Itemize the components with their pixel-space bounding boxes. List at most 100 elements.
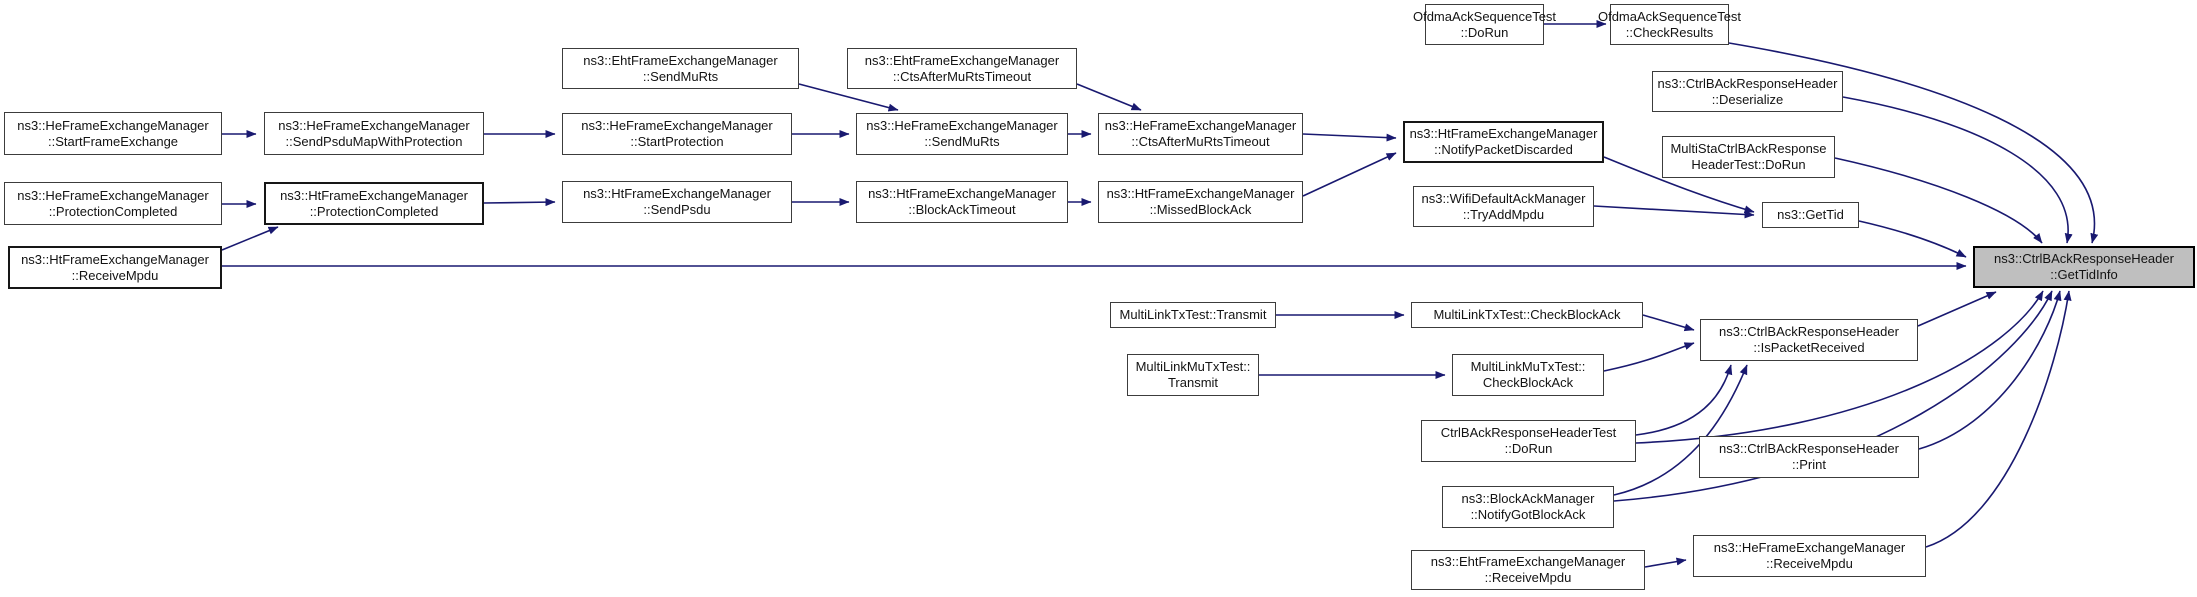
- graph-node-htSendPsdu[interactable]: ns3::HtFrameExchangeManager::SendPsdu: [562, 181, 792, 223]
- graph-node-mlMuTxTransmit[interactable]: MultiLinkMuTxTest::Transmit: [1127, 354, 1259, 396]
- graph-node-heProtectionCompleted[interactable]: ns3::HeFrameExchangeManager::ProtectionC…: [4, 182, 222, 225]
- graph-node-getTid[interactable]: ns3::GetTid: [1762, 202, 1859, 228]
- node-label-line: ns3::EhtFrameExchangeManager: [864, 52, 1060, 68]
- node-label-line: ::TryAddMpdu: [1462, 206, 1545, 222]
- graph-node-heReceiveMpdu[interactable]: ns3::HeFrameExchangeManager::ReceiveMpdu: [1693, 535, 1926, 577]
- graph-node-deserialize[interactable]: ns3::CtrlBAckResponseHeader::Deserialize: [1652, 71, 1843, 112]
- graph-node-mlTxTransmit[interactable]: MultiLinkTxTest::Transmit: [1110, 302, 1276, 328]
- node-label-line: ::IsPacketReceived: [1753, 340, 1865, 355]
- graph-node-htBlockAckTimeout[interactable]: ns3::HtFrameExchangeManager::BlockAckTim…: [856, 181, 1068, 223]
- node-label-line: ns3::BlockAckManager: [1461, 491, 1595, 506]
- graph-node-ehtCtsAfterMuRtsTimeout[interactable]: ns3::EhtFrameExchangeManager::CtsAfterMu…: [847, 48, 1077, 89]
- graph-node-ofdmaDoRun[interactable]: OfdmaAckSequenceTest::DoRun: [1413, 4, 1556, 45]
- node-label-line: ns3::WifiDefaultAckManager: [1421, 190, 1586, 206]
- edge-ctrlTestDoRun-to-getTidInfo: [1635, 290, 2044, 444]
- graph-node-ehtReceiveMpdu[interactable]: ns3::EhtFrameExchangeManager::ReceiveMpd…: [1411, 550, 1645, 590]
- edge-getTid-to-getTidInfo: [1858, 220, 1967, 258]
- edge-multiStaTestDoRun-to-getTidInfo: [1834, 157, 2043, 244]
- graph-node-heCtsAfterMuRtsTimeout[interactable]: ns3::HeFrameExchangeManager::CtsAfterMuR…: [1098, 113, 1303, 155]
- graph-node-heSendMuRts[interactable]: ns3::HeFrameExchangeManager::SendMuRts: [856, 113, 1068, 155]
- node-label-line: CheckBlockAck: [1482, 375, 1574, 390]
- node-label-line: ns3::EhtFrameExchangeManager: [1430, 554, 1626, 569]
- edge-ehtSendMuRts-to-heSendMuRts: [798, 83, 899, 112]
- edge-mlMuTxCheckBlockAck-to-isPacketReceived: [1603, 342, 1695, 372]
- graph-node-startFrameExchange[interactable]: ns3::HeFrameExchangeManager::StartFrameE…: [4, 112, 222, 155]
- graph-node-mlTxCheckBlockAck[interactable]: MultiLinkTxTest::CheckBlockAck: [1411, 302, 1643, 328]
- node-label-line: ::NotifyPacketDiscarded: [1434, 142, 1573, 157]
- edge-htReceiveMpdu-to-htProtectionCompleted: [221, 226, 279, 251]
- node-label-line: ::StartFrameExchange: [47, 133, 179, 149]
- node-label-line: MultiStaCtrlBAckResponse: [1670, 141, 1827, 156]
- graph-node-htProtectionCompleted[interactable]: ns3::HtFrameExchangeManager::ProtectionC…: [264, 182, 484, 225]
- node-label-line: ns3::CtrlBAckResponseHeader: [1657, 75, 1838, 91]
- node-label-line: ns3::GetTid: [1777, 207, 1844, 222]
- node-label-line: ::DoRun: [1504, 441, 1553, 456]
- graph-node-ehtSendMuRts[interactable]: ns3::EhtFrameExchangeManager::SendMuRts: [562, 48, 799, 89]
- node-label-line: MultiLinkMuTxTest::: [1135, 359, 1251, 374]
- node-label-line: ns3::CtrlBAckResponseHeader: [1994, 251, 2174, 266]
- edge-wifiTryAddMpdu-to-getTid: [1593, 205, 1755, 219]
- graph-node-htReceiveMpdu[interactable]: ns3::HtFrameExchangeManager::ReceiveMpdu: [8, 246, 222, 289]
- graph-node-mlMuTxCheckBlockAck[interactable]: MultiLinkMuTxTest::CheckBlockAck: [1452, 354, 1604, 396]
- graph-node-ofdmaCheckResults[interactable]: OfdmaAckSequenceTest::CheckResults: [1598, 4, 1741, 45]
- node-label-line: ::SendPsdu: [643, 202, 711, 217]
- graph-node-ctrlTestDoRun[interactable]: CtrlBAckResponseHeaderTest::DoRun: [1421, 420, 1636, 462]
- node-label-line: ns3::HeFrameExchangeManager: [581, 118, 773, 133]
- node-label-line: ::NotifyGotBlockAck: [1470, 507, 1586, 522]
- graph-node-wifiTryAddMpdu[interactable]: ns3::WifiDefaultAckManager::TryAddMpdu: [1413, 186, 1594, 227]
- node-label-line: ::ReceiveMpdu: [1766, 556, 1853, 571]
- node-label-line: ::CheckResults: [1625, 24, 1714, 40]
- graph-node-notifyPacketDiscarded[interactable]: ns3::HtFrameExchangeManager::NotifyPacke…: [1403, 121, 1604, 163]
- node-label-line: ns3::HtFrameExchangeManager: [21, 251, 209, 267]
- graph-node-print[interactable]: ns3::CtrlBAckResponseHeader::Print: [1699, 436, 1919, 478]
- node-label-line: ns3::EhtFrameExchangeManager: [583, 52, 778, 68]
- node-label-line: ::Print: [1792, 457, 1826, 472]
- edge-heCtsAfterMuRtsTimeout-to-notifyPacketDiscarded: [1302, 133, 1397, 142]
- node-label-line: ::Deserialize: [1711, 91, 1784, 107]
- node-label-line: ::GetTidInfo: [2050, 267, 2118, 282]
- edge-notifyGotBlockAck-to-getTidInfo: [1613, 290, 2053, 502]
- node-label-line: ::StartProtection: [630, 134, 724, 149]
- node-label-line: ::ReceiveMpdu: [71, 267, 159, 283]
- node-label-line: Transmit: [1167, 375, 1219, 390]
- node-label-line: MultiLinkMuTxTest::: [1470, 359, 1586, 374]
- node-label-line: ::CtsAfterMuRtsTimeout: [1131, 134, 1270, 149]
- graph-node-notifyGotBlockAck[interactable]: ns3::BlockAckManager::NotifyGotBlockAck: [1442, 486, 1614, 528]
- node-label-line: ns3::CtrlBAckResponseHeader: [1719, 324, 1899, 339]
- edge-heReceiveMpdu-to-getTidInfo: [1925, 290, 2072, 548]
- node-label-line: ::CtsAfterMuRtsTimeout: [892, 68, 1032, 84]
- node-label-line: ns3::HtFrameExchangeManager: [868, 186, 1056, 201]
- edge-ehtReceiveMpdu-to-heReceiveMpdu: [1644, 557, 1687, 568]
- edge-isPacketReceived-to-getTidInfo: [1917, 291, 1997, 327]
- edges-group: [221, 20, 2099, 568]
- edge-print-to-getTidInfo: [1918, 290, 2062, 450]
- node-label-line: ::SendMuRts: [924, 134, 1000, 149]
- node-label-line: ::DoRun: [1460, 24, 1509, 40]
- node-label-line: ns3::HeFrameExchangeManager: [866, 118, 1058, 133]
- edge-ofdmaCheckResults-to-getTidInfo: [1728, 42, 2099, 244]
- edge-ehtCtsAfterMuRtsTimeout-to-heCtsAfterMuRtsTimeout: [1076, 83, 1142, 111]
- node-label-line: ns3::HtFrameExchangeManager: [1106, 186, 1295, 201]
- graph-node-isPacketReceived[interactable]: ns3::CtrlBAckResponseHeader::IsPacketRec…: [1700, 319, 1918, 361]
- node-label-line: ::BlockAckTimeout: [908, 202, 1016, 217]
- node-label-line: ::SendPsduMapWithProtection: [285, 133, 463, 149]
- graph-node-sendPsduMapWithProtection[interactable]: ns3::HeFrameExchangeManager::SendPsduMap…: [264, 112, 484, 155]
- node-label-line: ns3::HtFrameExchangeManager: [1409, 126, 1598, 141]
- node-label-line: ns3::HeFrameExchangeManager: [17, 117, 209, 133]
- graph-node-startProtection[interactable]: ns3::HeFrameExchangeManager::StartProtec…: [562, 113, 792, 155]
- node-label-line: ::ProtectionCompleted: [48, 203, 178, 219]
- node-label-line: MultiLinkTxTest::Transmit: [1119, 307, 1267, 322]
- node-label-line: ns3::HtFrameExchangeManager: [280, 187, 468, 203]
- node-label-line: ::ProtectionCompleted: [309, 203, 439, 219]
- edge-notifyPacketDiscarded-to-getTid: [1603, 156, 1755, 214]
- edge-ctrlTestDoRun-to-isPacketReceived: [1635, 364, 1733, 436]
- edge-deserialize-to-getTidInfo: [1842, 96, 2073, 244]
- node-label-line: HeaderTest::DoRun: [1691, 157, 1806, 172]
- graph-node-getTidInfo: ns3::CtrlBAckResponseHeader::GetTidInfo: [1973, 246, 2195, 288]
- node-label-line: ns3::HeFrameExchangeManager: [278, 117, 470, 133]
- graph-node-htMissedBlockAck[interactable]: ns3::HtFrameExchangeManager::MissedBlock…: [1098, 181, 1303, 223]
- node-label-line: ns3::HeFrameExchangeManager: [17, 187, 209, 203]
- edge-htMissedBlockAck-to-notifyPacketDiscarded: [1302, 152, 1397, 197]
